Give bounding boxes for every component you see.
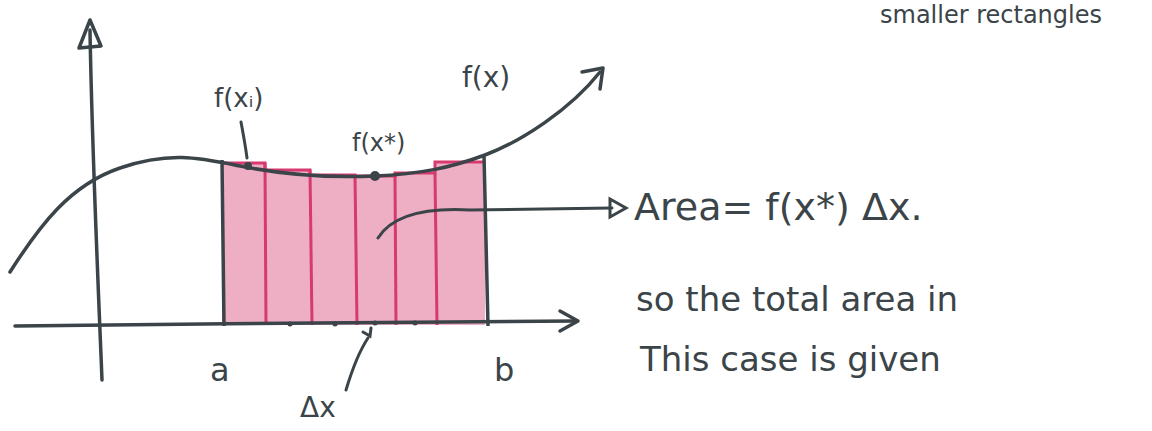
rectangles [222, 155, 488, 326]
function-curve [10, 68, 603, 272]
axis-label: b [494, 352, 514, 389]
point-label: f(xᵢ) [214, 84, 263, 114]
width-label: Δx [300, 392, 336, 424]
points [244, 162, 418, 327]
note-text: smaller rectangles [880, 2, 1102, 30]
rectangle-dividers [265, 163, 437, 325]
note-text: This case is given [640, 340, 941, 379]
axes [15, 20, 578, 380]
left-edge [222, 160, 224, 326]
point-label: f(x*) [352, 130, 405, 158]
axis-label: a [210, 352, 230, 389]
area-formula: Area= f(x*) Δx. [634, 186, 923, 230]
function-label: f(x) [462, 62, 510, 94]
shaded-area [222, 162, 485, 325]
note-text: so the total area in [636, 280, 958, 319]
right-edge [484, 155, 488, 326]
leader-lines [241, 122, 626, 390]
